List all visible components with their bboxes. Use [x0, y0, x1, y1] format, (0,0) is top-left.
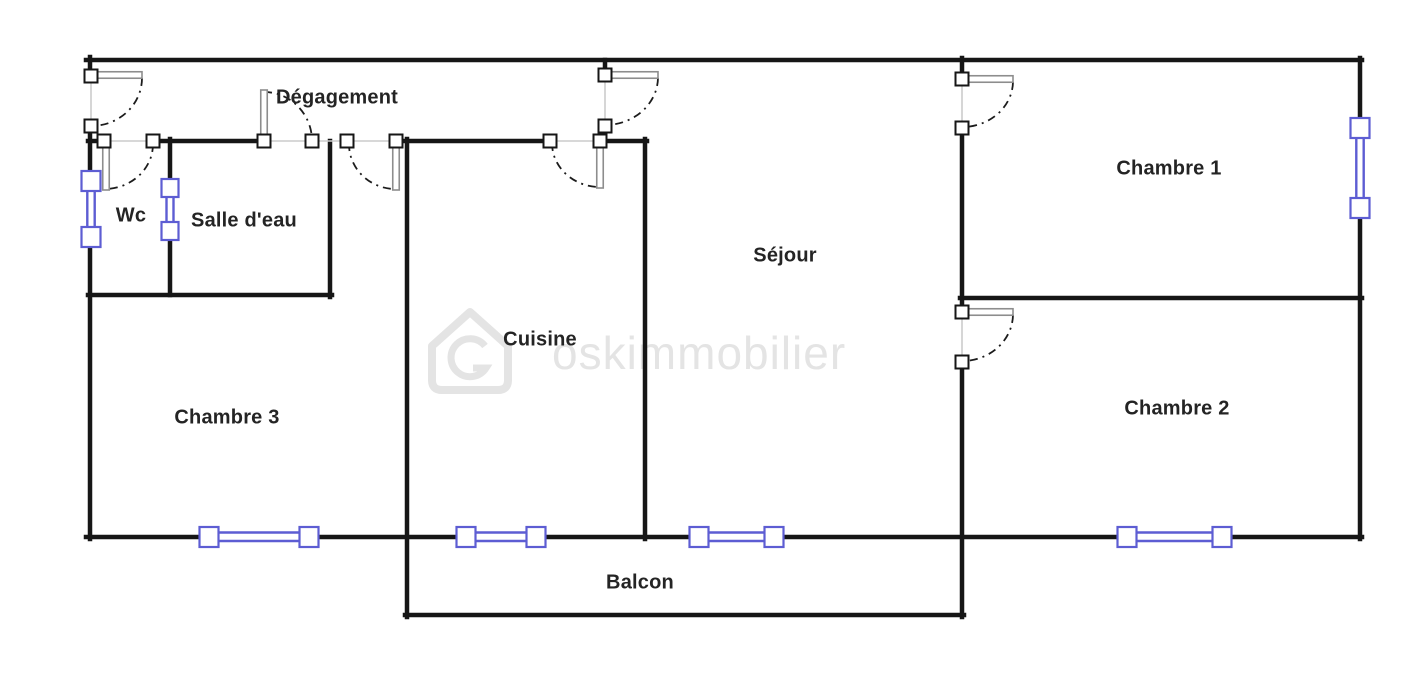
room-label-salle-deau: Salle d'eau [191, 209, 297, 232]
room-label-cuisine: Cuisine [503, 328, 577, 351]
door-frame-marker [388, 133, 404, 149]
door-arc-sejour [606, 77, 659, 126]
door-frame-marker [304, 133, 320, 149]
door-frame-marker [83, 68, 99, 84]
window-symbol-chambre3 [198, 525, 320, 549]
door-frame-marker [592, 133, 608, 149]
window-symbol-left-wall [80, 169, 102, 249]
door-frame-marker [597, 67, 613, 83]
window-symbol-chambre2 [1116, 525, 1233, 549]
door-frame-marker [83, 118, 99, 134]
logo-swirl-icon [447, 335, 493, 381]
door-frame-marker [954, 120, 970, 136]
door-frame-marker [256, 133, 272, 149]
house-outline-icon [428, 308, 512, 394]
room-label-chambre3: Chambre 3 [174, 406, 280, 429]
door-frame-marker [96, 133, 112, 149]
door-swing-arcs [92, 77, 1014, 362]
window-symbol-chambre1 [1349, 116, 1371, 220]
room-label-chambre2: Chambre 2 [1124, 397, 1230, 420]
door-frame-marker [954, 71, 970, 87]
door-frame-marker [542, 133, 558, 149]
door-frame-marker [145, 133, 161, 149]
room-label-sejour: Séjour [753, 244, 817, 267]
door-arc-chambre2 [963, 314, 1014, 362]
room-label-wc: Wc [115, 204, 147, 227]
door-arc-entrance [92, 77, 143, 127]
door-arc-cuisine [551, 142, 599, 188]
watermark-house-logo [428, 308, 512, 394]
door-arc-chambre1 [963, 81, 1014, 128]
room-label-degagement: Dégagement [275, 86, 399, 109]
door-frame-marker [339, 133, 355, 149]
room-label-chambre1: Chambre 1 [1116, 157, 1222, 180]
room-label-balcon: Balcon [606, 571, 674, 594]
windows [80, 116, 1371, 549]
window-symbol-sejour [688, 525, 785, 549]
window-symbol-wc-divider [160, 177, 180, 242]
door-frame-marker [597, 118, 613, 134]
watermark-text: oskimmobilier [552, 327, 847, 379]
door-frame-markers [83, 67, 970, 370]
window-symbol-cuisine [455, 525, 547, 549]
door-frame-marker [954, 354, 970, 370]
door-arc-wc [106, 143, 154, 190]
door-arc-salledeau [263, 91, 313, 141]
door-openings [90, 75, 963, 362]
door-frame-marker [954, 304, 970, 320]
door-arc-chambre3 [348, 142, 394, 190]
